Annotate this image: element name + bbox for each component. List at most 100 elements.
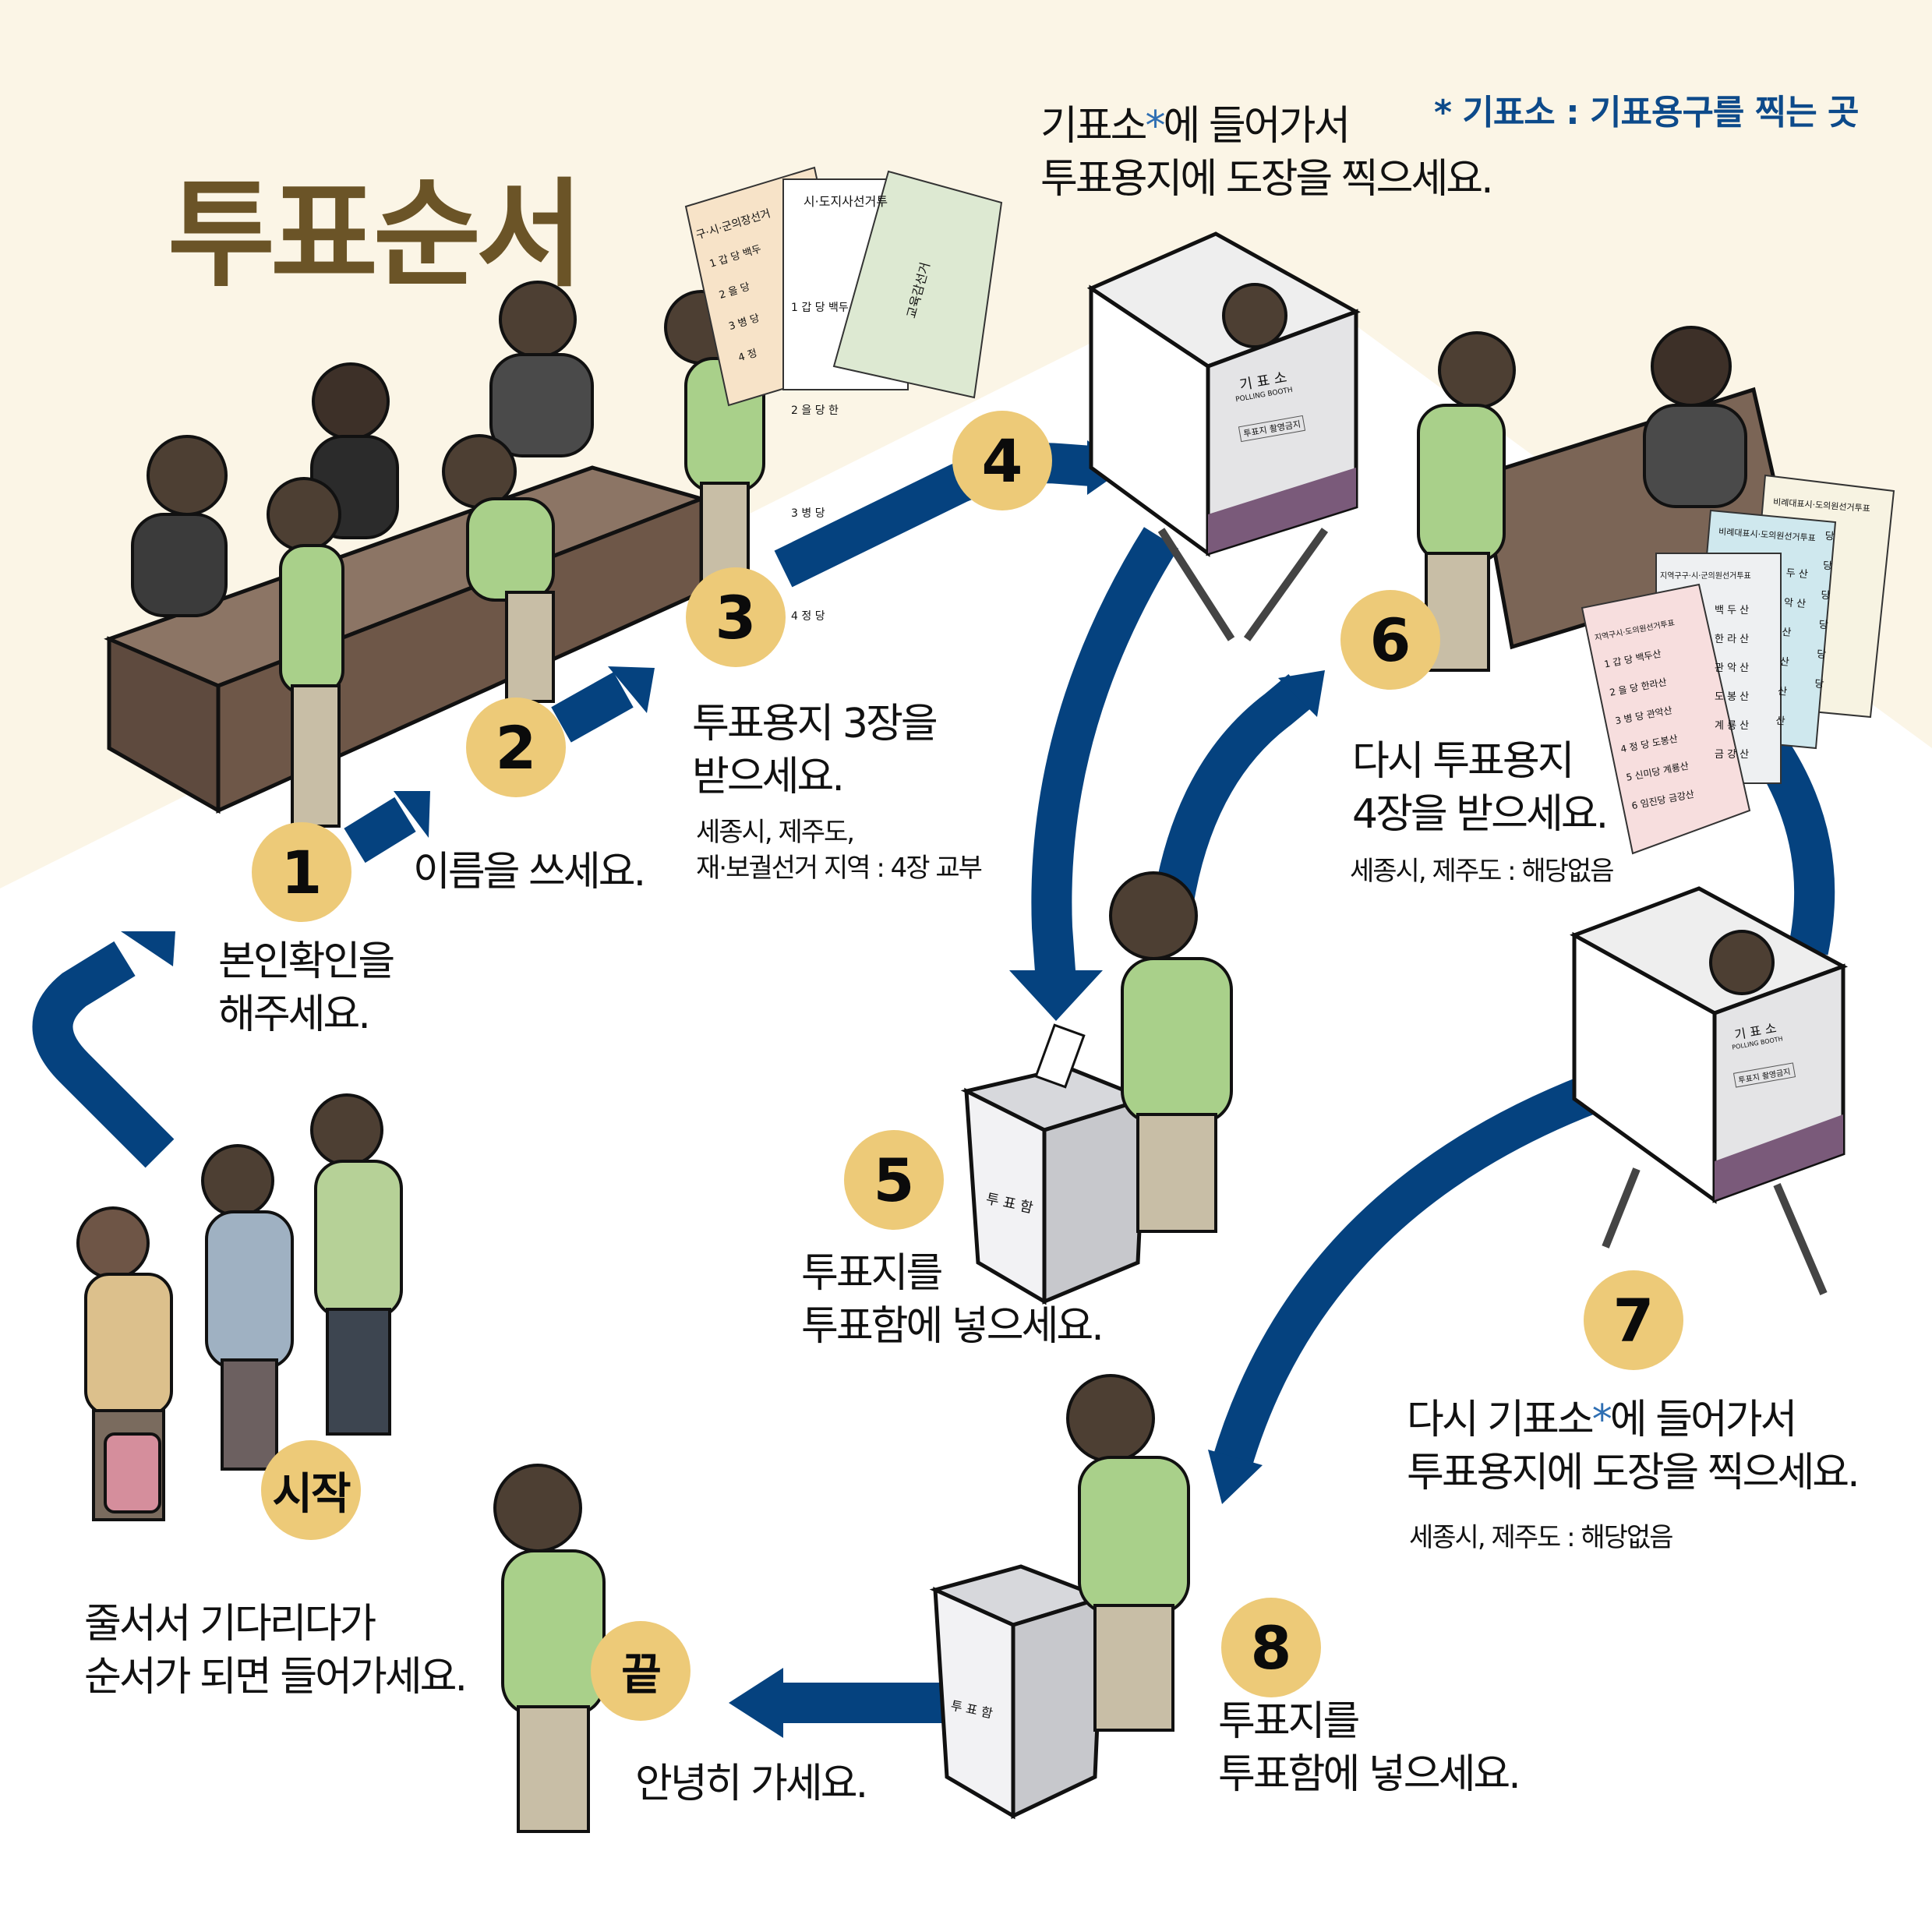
step-7-line-1: 다시 기표소*에 들어가서 (1407, 1393, 1858, 1446)
badge-end: 끝 (591, 1621, 691, 1721)
ballot-row: 2 을 당 한 (791, 404, 839, 417)
ballot-row: 두 산 (1785, 567, 1809, 581)
ballot-row: 1 갑 당 백두 (791, 302, 849, 314)
step-6-note-line-1: 세종시, 제주도 : 해당없음 (1350, 856, 1614, 887)
ballot-row: 금 강 산 (1715, 749, 1750, 761)
ballot-papers-three (684, 166, 1003, 407)
arrowhead-7-to-8 (1208, 1450, 1263, 1504)
badge-step-6: 6 (1340, 590, 1440, 690)
ballot-papers-four (1581, 474, 1895, 855)
footnote-booth-definition: * 기표소 : 기표용구를 찍는 곳 (1434, 84, 1860, 134)
asterisk-mark: * (1145, 103, 1166, 150)
step-4-line-2: 투표용지에 도장을 찍으세요. (1040, 156, 1494, 203)
step-7-note: 세종시, 제주도 : 해당없음 (1409, 1520, 1673, 1556)
badge-start: 시작 (261, 1440, 361, 1540)
ballot-row: 관 악 산 (1715, 662, 1750, 674)
step-start-line-2: 순서가 되면 들어가세요. (84, 1654, 468, 1701)
step-1-line-2: 해주세요. (218, 991, 371, 1038)
badge-step-5: 5 (844, 1130, 944, 1230)
arrow-4-to-5 (1031, 527, 1179, 984)
asterisk-mark: * (1591, 1397, 1612, 1443)
step-start-text: 줄서서 기다리다가 순서가 되면 들어가세요. (84, 1598, 468, 1704)
ballot-row: 3 병 당 (791, 507, 825, 520)
ballot-box-2 (929, 1564, 1109, 1820)
ballot-row: 4 정 당 (791, 610, 825, 623)
step-6-line-2: 4장을 받으세요. (1352, 791, 1609, 838)
polling-booth-1 (1086, 231, 1361, 641)
step-2-line-1: 이름을 쓰세요. (413, 849, 646, 895)
step-7-text: 다시 기표소*에 들어가서 투표용지에 도장을 찍으세요. (1407, 1393, 1860, 1499)
arrow-start-to-1 (32, 941, 175, 1168)
ballot-row: 산 (1781, 627, 1792, 639)
step-4-text: 기표소*에 들어가서 투표용지에 도장을 찍으세요. (1040, 100, 1494, 206)
cream-background-band (0, 0, 1932, 888)
ballot-title-governor: 시·도지사선거투 (803, 194, 888, 209)
arrowhead-8-to-end (729, 1668, 783, 1738)
step-3-note-line-2: 재·보궐선거 지역 : 4장 교부 (696, 853, 983, 884)
step-5-line-2: 투표함에 넣으세요. (801, 1303, 1104, 1350)
exiting-voter-illustration (493, 1464, 606, 1833)
ballot-rows-governor: 1 갑 당 백두 2 을 당 한 3 병 당 4 정 당 (791, 222, 849, 668)
registration-desk-illustration (104, 281, 765, 828)
arrow-6-to-7 (1752, 736, 1835, 955)
arrowhead-start-to-1 (121, 931, 175, 966)
ballot-row: 산 (1779, 655, 1790, 669)
page-title: 투표순서 (168, 168, 584, 303)
arrowhead-1-to-2 (394, 791, 430, 838)
step-1-line-1: 본인확인을 (218, 938, 395, 985)
second-desk-illustration (1417, 326, 1795, 672)
polling-booth-2 (1570, 886, 1849, 1295)
step-4-line-1: 기표소*에 들어가서 (1040, 100, 1492, 153)
ballot-row: 산 (1777, 685, 1788, 698)
step-3-text: 투표용지 3장을 받으세요. (692, 698, 938, 804)
step-1-text: 본인확인을 해주세요. (218, 935, 395, 1041)
step-8-line-2: 투표함에 넣으세요. (1218, 1751, 1521, 1798)
step-3-note-line-1: 세종시, 제주도, (696, 817, 855, 848)
ballot-row: 도 봉 산 (1715, 691, 1750, 703)
ballot-row: 한 라 산 (1715, 634, 1750, 645)
step-3-line-1: 투표용지 3장을 (692, 701, 938, 747)
ballot-row: 계 룡 산 (1715, 720, 1750, 732)
arrowhead-5-to-6 (1278, 670, 1325, 717)
footnote-asterisk: * (1434, 93, 1452, 132)
step-5-line-1: 투표지를 (801, 1250, 943, 1297)
step-6-note: 세종시, 제주도 : 해당없음 (1350, 853, 1614, 889)
arrow-1-to-2 (344, 796, 416, 864)
ballot-rows-local-council: 백 두 산 한 라 산 관 악 산 도 봉 산 계 룡 산 금 강 산 (1715, 596, 1749, 769)
step-6-line-1: 다시 투표용지 (1352, 738, 1575, 785)
badge-step-1: 1 (252, 822, 351, 922)
badge-step-7: 7 (1584, 1270, 1683, 1370)
step-7-line-2: 투표용지에 도장을 찍으세요. (1407, 1450, 1860, 1496)
arrowhead-2-to-3 (608, 666, 655, 713)
queue-illustration (76, 1093, 403, 1521)
step-2-text: 이름을 쓰세요. (413, 846, 646, 899)
step-7-line-1-pre: 다시 기표소 (1407, 1397, 1595, 1443)
ballot-row: 백 두 산 (1715, 605, 1750, 616)
step-4-line-1-pre: 기표소 (1040, 103, 1148, 150)
ballot-title-local-council: 지역구구·시·군의원선거투표 (1660, 572, 1751, 581)
step-8-line-1: 투표지를 (1218, 1698, 1360, 1745)
step-end-text: 안녕히 가세요. (635, 1757, 868, 1810)
step-3-line-2: 받으세요. (692, 754, 845, 800)
badge-step-8: 8 (1221, 1598, 1321, 1697)
step-8-text: 투표지를 투표함에 넣으세요. (1218, 1695, 1521, 1801)
badge-step-3: 3 (686, 567, 786, 667)
voter-5-illustration (1109, 871, 1233, 1233)
step-3-note: 세종시, 제주도, 재·보궐선거 지역 : 4장 교부 (696, 814, 983, 886)
step-4-line-1-post: 에 들어가서 (1163, 103, 1351, 150)
ballot-row: 산 (1775, 715, 1785, 728)
step-start-line-1: 줄서서 기다리다가 (84, 1601, 376, 1648)
badge-step-2: 2 (466, 698, 566, 797)
step-7-line-1-post: 에 들어가서 (1609, 1397, 1798, 1443)
step-7-note-line-1: 세종시, 제주도 : 해당없음 (1409, 1522, 1673, 1553)
ballot-row: 악 산 (1783, 597, 1807, 611)
voter-8-illustration (1066, 1374, 1190, 1732)
step-5-text: 투표지를 투표함에 넣으세요. (801, 1247, 1104, 1353)
step-6-text: 다시 투표용지 4장을 받으세요. (1352, 735, 1609, 841)
ballot-box-1 (960, 1023, 1152, 1305)
arrow-7-to-8 (1212, 1072, 1605, 1471)
footnote-text: 기표소 : 기표용구를 찍는 곳 (1462, 93, 1859, 132)
badge-step-4: 4 (952, 411, 1052, 510)
step-end-line-1: 안녕히 가세요. (635, 1761, 868, 1807)
